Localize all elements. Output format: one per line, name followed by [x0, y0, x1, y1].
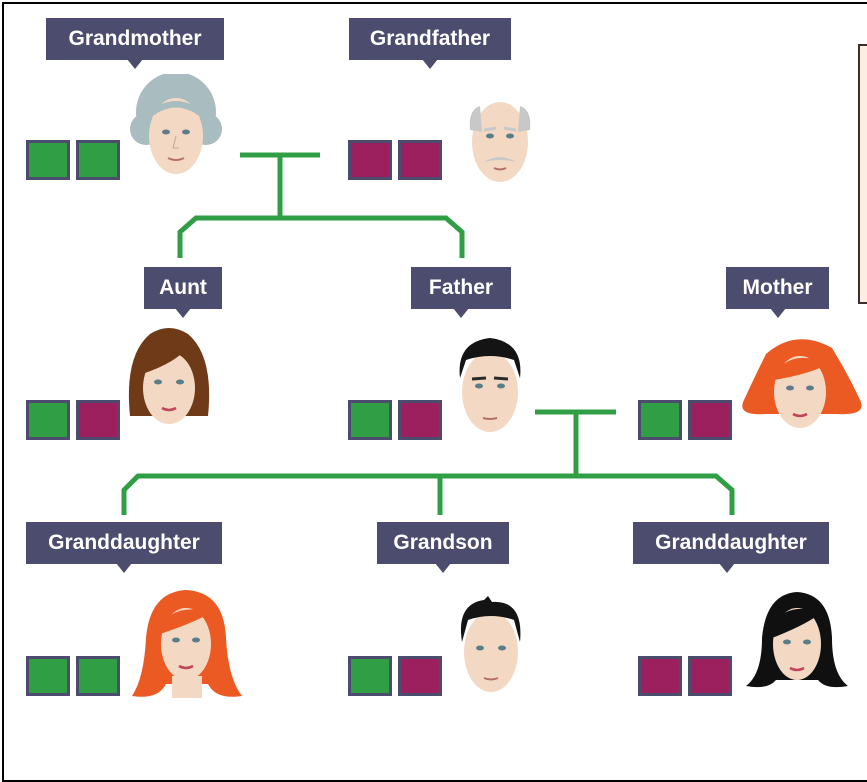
sibling-bar-children	[121, 473, 735, 515]
label-grandmother: Grandmother	[46, 18, 224, 69]
allele-father-2	[398, 400, 442, 440]
allele-grandmother-1	[26, 140, 70, 180]
allele-grandmother-2	[76, 140, 120, 180]
allele-granddaughter-1-1	[26, 656, 70, 696]
allele-father-1	[348, 400, 392, 440]
allele-grandson-1	[348, 656, 392, 696]
allele-grandfather-1	[348, 140, 392, 180]
label-granddaughter-1: Granddaughter	[26, 522, 222, 573]
label-grandfather: Grandfather	[349, 18, 511, 69]
allele-granddaughter-2-1	[638, 656, 682, 696]
label-granddaughter-2: Granddaughter	[633, 522, 829, 573]
grandson-face-icon	[460, 596, 521, 692]
allele-mother-1	[638, 400, 682, 440]
label-mother: Mother	[726, 267, 829, 318]
label-aunt: Aunt	[144, 267, 222, 318]
label-father: Father	[411, 267, 511, 318]
father-face-icon	[459, 338, 521, 432]
label-grandson: Grandson	[377, 522, 509, 573]
allele-aunt-1	[26, 400, 70, 440]
grandmother-face-icon	[130, 74, 222, 174]
mother-face-icon	[742, 339, 862, 428]
sibling-bar-aunt-father	[177, 215, 465, 258]
allele-mother-2	[688, 400, 732, 440]
grandfather-face-icon	[469, 102, 531, 182]
allele-aunt-2	[76, 400, 120, 440]
granddaughter-1-face-icon	[132, 590, 242, 698]
granddaughter-2-face-icon	[746, 592, 848, 688]
family-lines	[121, 152, 735, 515]
allele-grandfather-2	[398, 140, 442, 180]
legend-box	[858, 44, 867, 304]
allele-granddaughter-1-2	[76, 656, 120, 696]
allele-granddaughter-2-2	[688, 656, 732, 696]
aunt-face-icon	[128, 328, 210, 424]
allele-grandson-2	[398, 656, 442, 696]
